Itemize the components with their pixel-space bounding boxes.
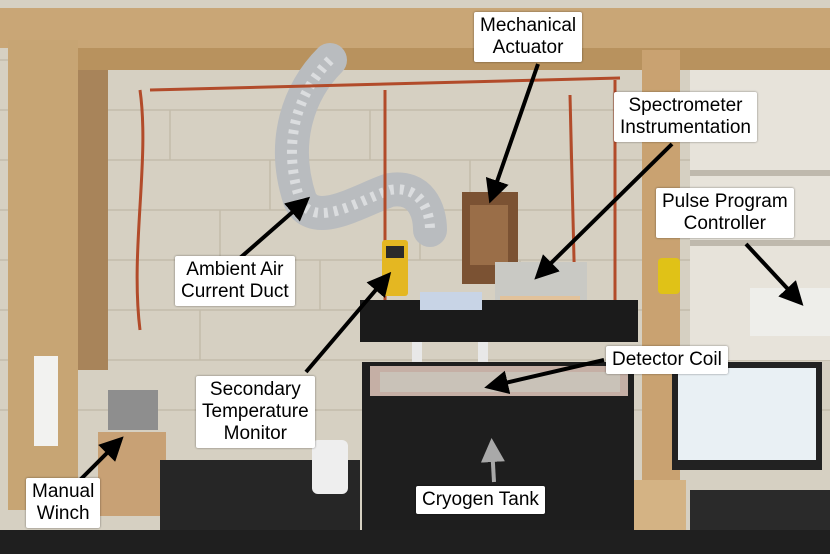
label-manual-winch: Manual Winch <box>26 478 101 528</box>
air-duct <box>275 43 447 247</box>
label-secondary-temperature-monitor: Secondary Temperature Monitor <box>196 376 315 448</box>
pulse-controller <box>750 288 830 336</box>
label-pulse-program-controller: Pulse Program Controller <box>656 188 794 238</box>
winch <box>108 390 158 430</box>
power-strip <box>34 356 58 446</box>
label-mechanical-actuator: Mechanical Actuator <box>474 12 583 62</box>
yellow-device <box>658 258 680 294</box>
keyboard <box>690 490 830 530</box>
black-platform <box>360 300 638 342</box>
label-cryogen-tank: Cryogen Tank <box>416 486 545 514</box>
second-wood-beam <box>60 48 830 70</box>
label-detector-coil: Detector Coil <box>606 346 728 374</box>
label-spectrometer-instrumentation: Spectrometer Instrumentation <box>614 92 757 142</box>
top-wood-beam <box>0 8 830 48</box>
label-ambient-air-current-duct: Ambient Air Current Duct <box>175 256 295 306</box>
